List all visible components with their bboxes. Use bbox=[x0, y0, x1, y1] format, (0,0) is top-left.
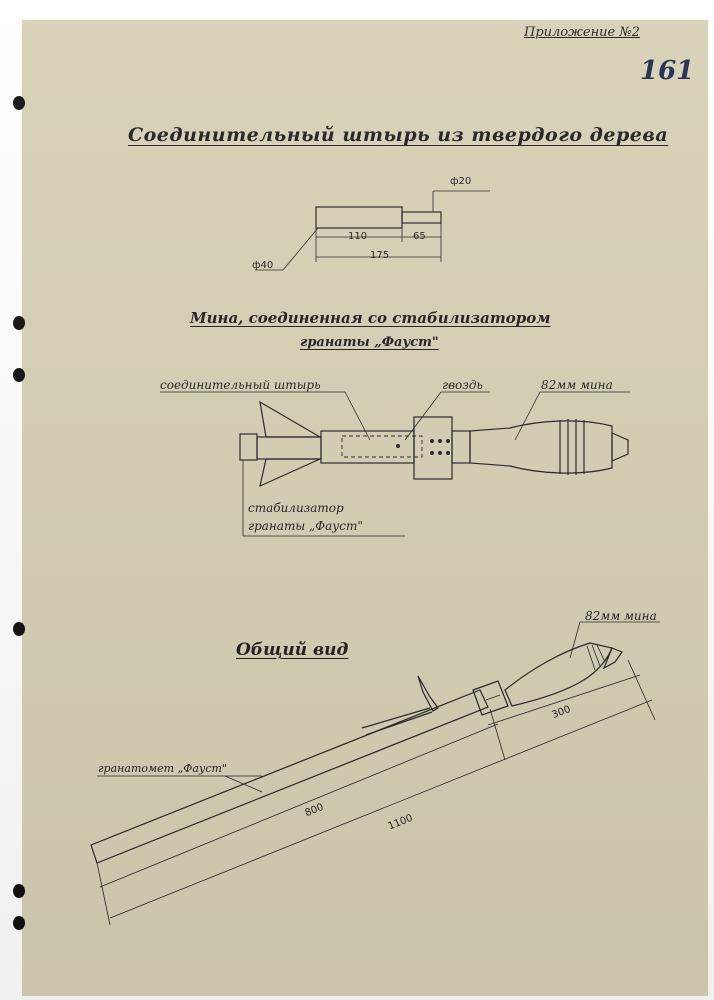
label-82mm-mine: 82мм мина bbox=[541, 378, 613, 392]
label-stabilizer-line2: гранаты „Фауст" bbox=[248, 519, 363, 533]
assembly-title-line1: Мина, соединенная со стабилизатором bbox=[190, 309, 551, 327]
punch-hole bbox=[13, 368, 25, 382]
dim-diameter-20: ф20 bbox=[450, 176, 472, 187]
scan-border-top bbox=[0, 0, 714, 20]
scan-border-bottom bbox=[0, 996, 714, 1000]
assembly-title-line2: гранаты „Фауст" bbox=[300, 335, 439, 350]
page-number: 161 bbox=[640, 56, 695, 86]
dim-175: 175 bbox=[370, 250, 390, 261]
punch-hole bbox=[13, 916, 25, 930]
dim-110: 110 bbox=[348, 231, 368, 242]
general-view-title: Общий вид bbox=[236, 640, 349, 660]
scan-border-right bbox=[708, 0, 714, 1000]
label-stabilizer-line1: стабилизатор bbox=[248, 501, 344, 515]
dim-diameter-40: ф40 bbox=[252, 260, 274, 271]
label-nail: гвоздь bbox=[442, 378, 483, 392]
mine-assembly-drawing bbox=[160, 391, 630, 537]
dim-65: 65 bbox=[413, 231, 426, 242]
punch-hole bbox=[13, 96, 25, 110]
pin-title: Соединительный штырь из твердого дерева bbox=[128, 124, 669, 146]
scan-border-left bbox=[0, 0, 22, 1000]
pin-drawing bbox=[255, 190, 490, 271]
label-82mm-mine-general: 82мм мина bbox=[585, 609, 657, 623]
label-connecting-pin: соединительный штырь bbox=[160, 378, 321, 392]
punch-hole bbox=[13, 622, 25, 636]
punch-hole bbox=[13, 316, 25, 330]
general-view-drawing bbox=[90, 621, 660, 926]
label-faust-launcher: гранатомет „Фауст" bbox=[98, 762, 227, 775]
annex-label: Приложение №2 bbox=[524, 25, 640, 40]
punch-hole bbox=[13, 884, 25, 898]
